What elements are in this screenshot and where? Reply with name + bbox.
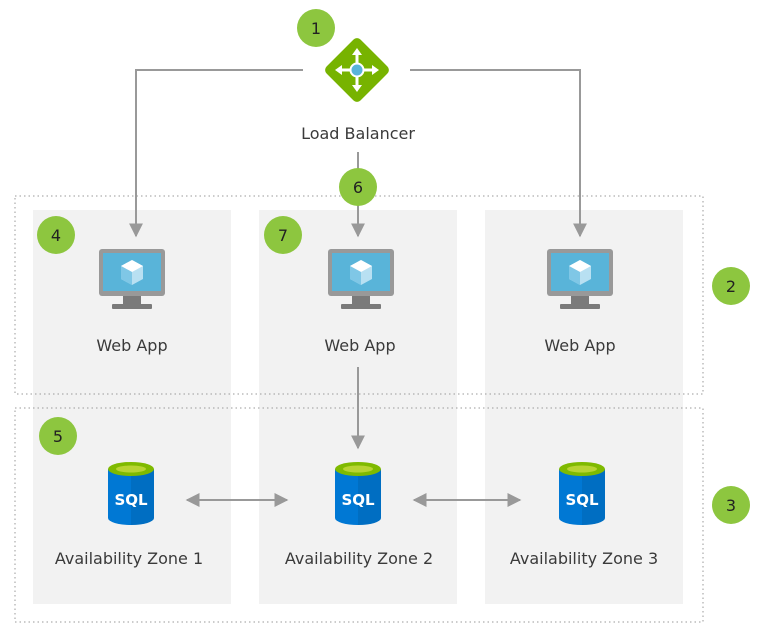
web-app-3-label: Web App: [544, 336, 615, 355]
step-badge-5: 5: [39, 417, 77, 455]
step-badge-1-text: 1: [311, 19, 321, 38]
load-balancer-icon: [325, 38, 389, 102]
sql-database-3-icon: SQL: [559, 462, 605, 525]
step-badge-2-text: 2: [726, 277, 736, 296]
step-badge-7: 7: [264, 216, 302, 254]
web-app-2-label: Web App: [324, 336, 395, 355]
web-app-1-icon: [99, 249, 165, 309]
sql-database-1-icon: SQL: [108, 462, 154, 525]
lb-to-webapp-1-arrow: [129, 69, 303, 238]
step-badge-3: 3: [712, 486, 750, 524]
sql-database-2-icon: SQL: [335, 462, 381, 525]
sql-3-text: SQL: [565, 491, 599, 509]
sql-1-text: SQL: [114, 491, 148, 509]
step-badge-3-text: 3: [726, 496, 736, 515]
step-badge-2: 2: [712, 267, 750, 305]
zone-3-label: Availability Zone 3: [510, 549, 658, 568]
zone-1-label: Availability Zone 1: [55, 549, 203, 568]
step-badge-5-text: 5: [53, 427, 63, 446]
web-app-1-label: Web App: [96, 336, 167, 355]
step-badge-1: 1: [297, 9, 335, 47]
step-badge-4-text: 4: [51, 226, 61, 245]
load-balancer-label: Load Balancer: [301, 124, 415, 143]
step-badge-7-text: 7: [278, 226, 288, 245]
zone-2-label: Availability Zone 2: [285, 549, 433, 568]
lb-to-webapp-3-arrow: [410, 69, 587, 238]
data-tier-boundary: [14, 407, 704, 623]
web-app-2-icon: [328, 249, 394, 309]
step-badge-6: 6: [339, 168, 377, 206]
step-badge-4: 4: [37, 216, 75, 254]
step-badge-6-text: 6: [353, 178, 363, 197]
sql-2-text: SQL: [341, 491, 375, 509]
web-app-3-icon: [547, 249, 613, 309]
